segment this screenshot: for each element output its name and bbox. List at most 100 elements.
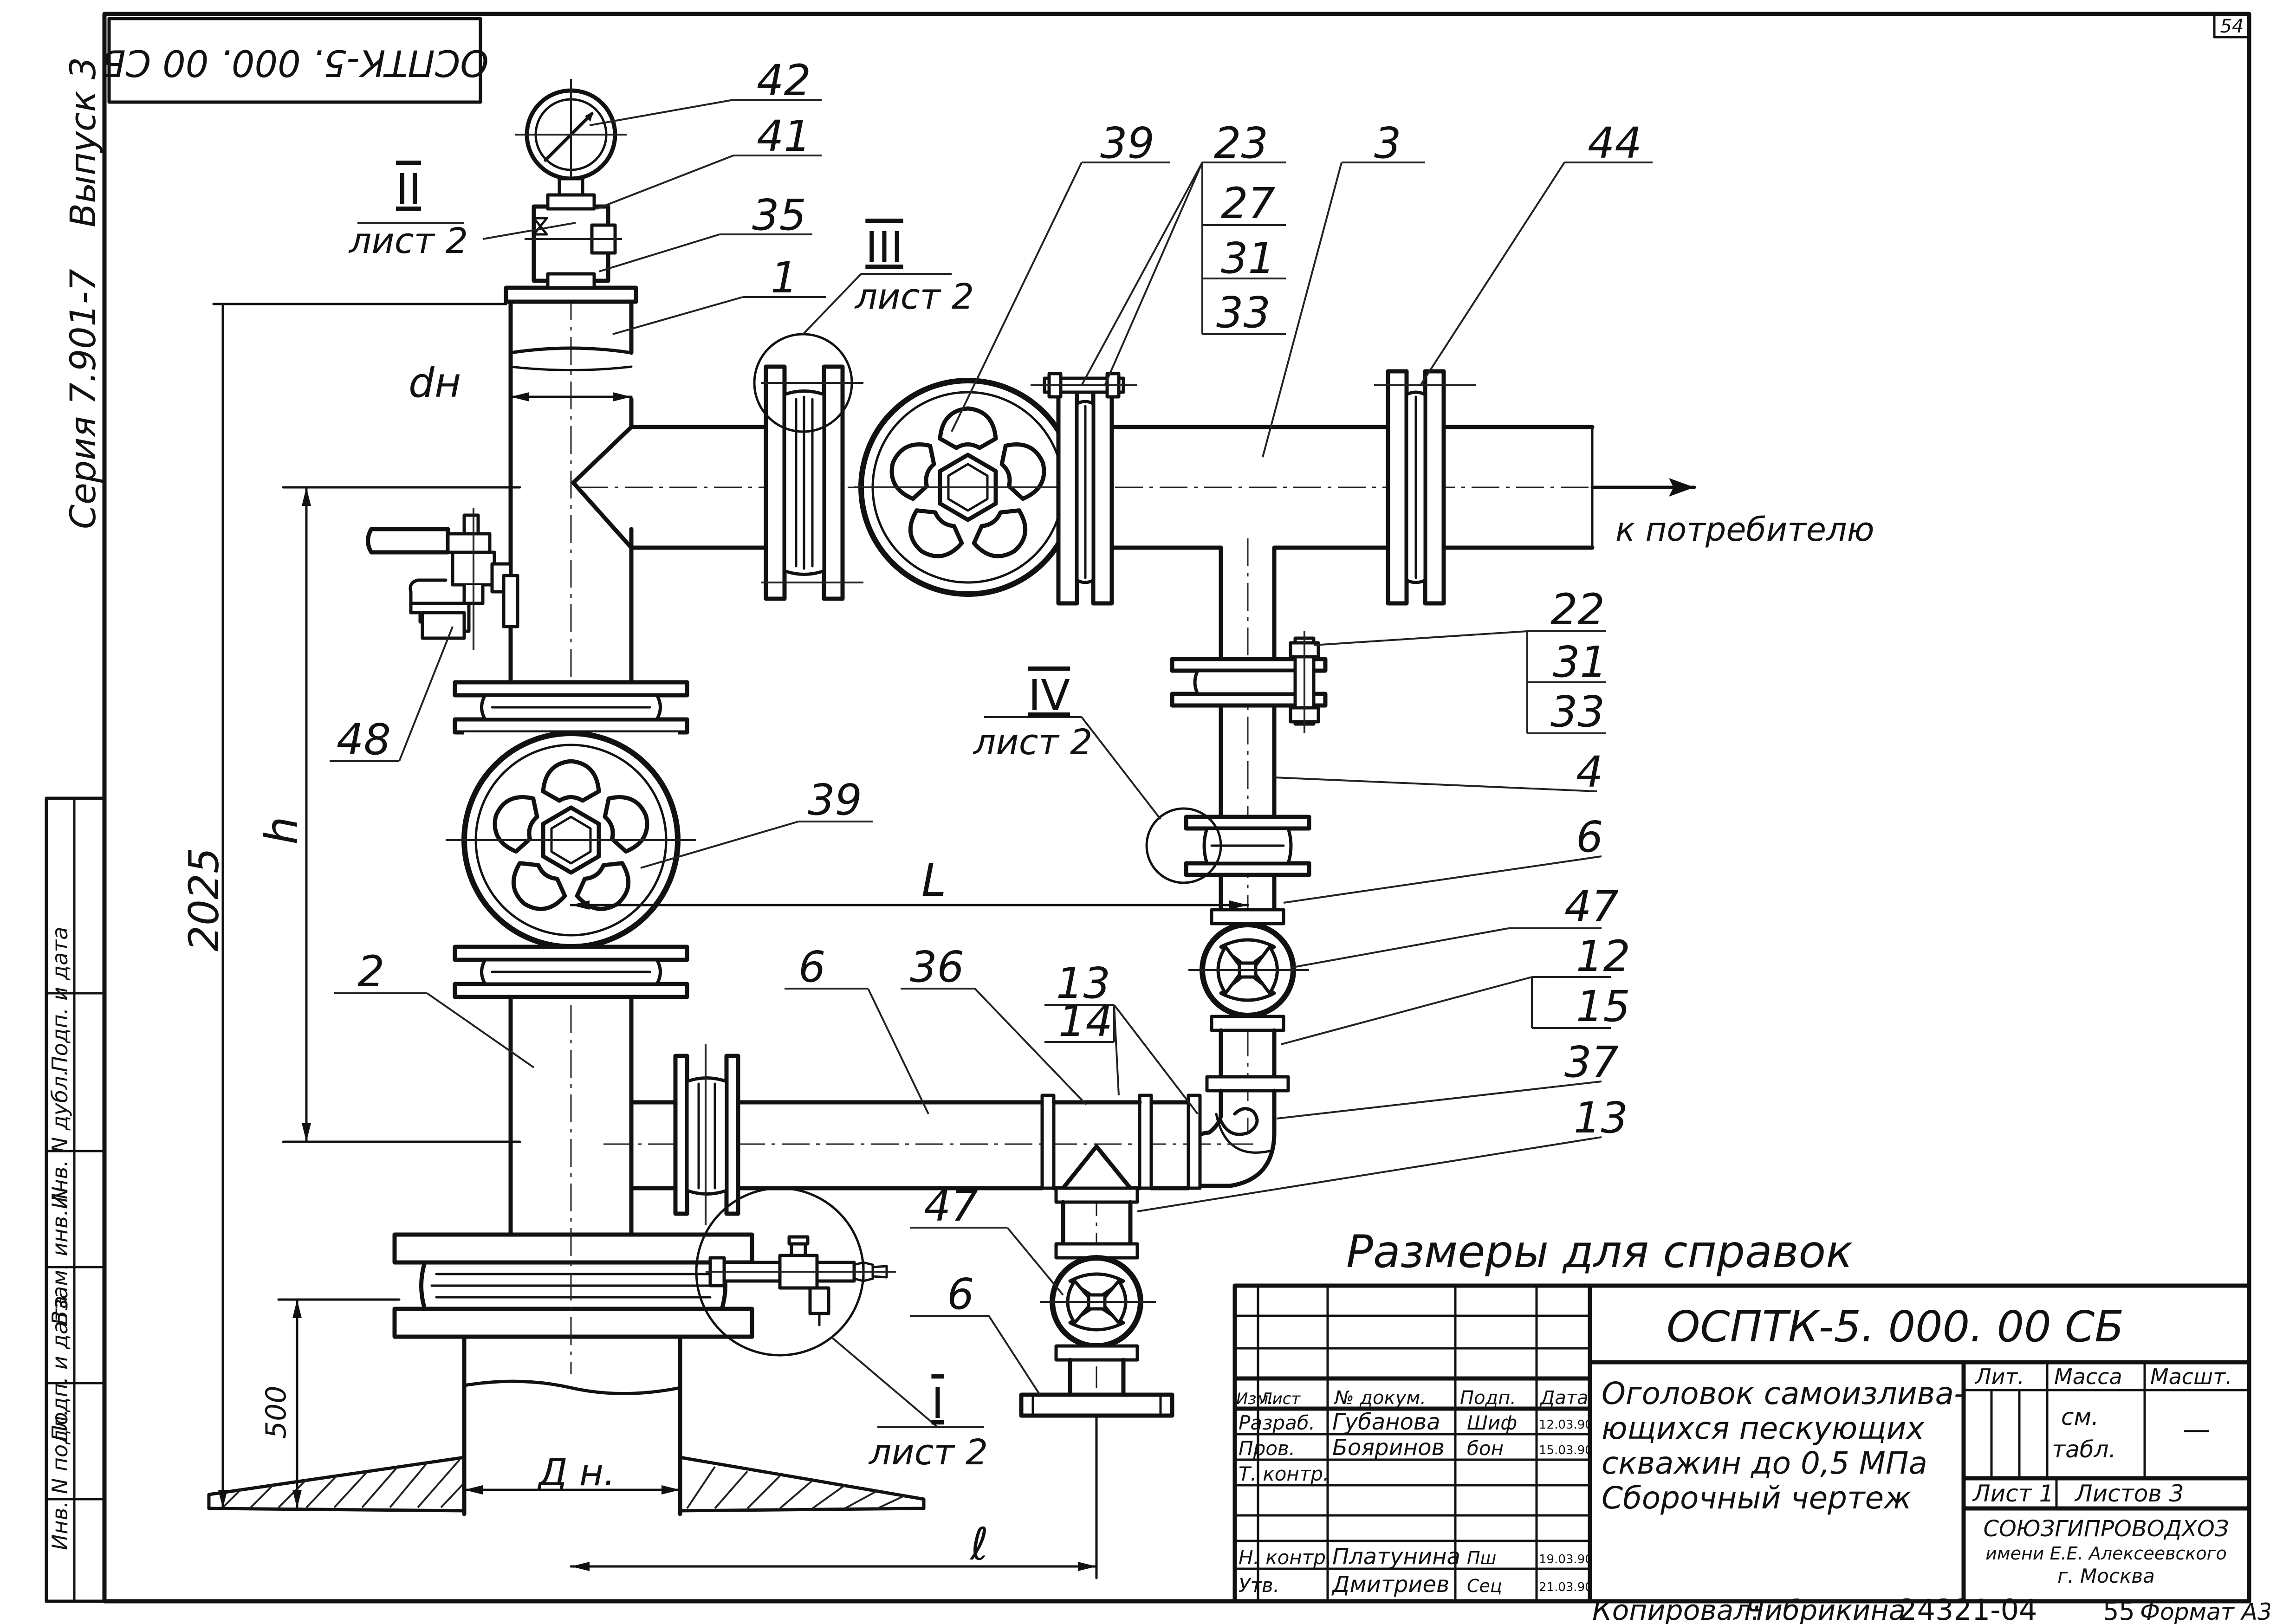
top-stamp-code: ОСПТК-5. 000. 00 СБ: [101, 42, 488, 84]
view-II-mark: II: [396, 165, 421, 214]
org-line-2: имени Е.Е. Алексеевского: [1985, 1543, 2227, 1564]
sign-checker: бон: [1467, 1437, 1504, 1460]
doc-name-line-3: скважин до 0,5 МПа: [1602, 1445, 1927, 1481]
callout-31-lower: 31: [1553, 637, 1607, 687]
elbow-part-37: [1195, 1088, 1277, 1188]
flow-arrow: [1590, 478, 1696, 497]
callout-35: 35: [752, 190, 806, 240]
doc-code: ОСПТК-5. 000. 00 СБ: [1667, 1302, 2124, 1352]
callout-39-lower: 39: [808, 775, 862, 825]
callout-44: 44: [1588, 118, 1642, 168]
sign-norm-control: Пш: [1467, 1548, 1496, 1568]
callout-47-upper: 47: [1564, 882, 1619, 932]
sheet-number: 54: [2220, 16, 2244, 37]
view-references: II лист 2 III лист 2 IV лист 2 I лист 2: [348, 165, 1093, 1473]
role-approved: Утв.: [1239, 1574, 1279, 1597]
footer: Копировал: Чибрикина 24321-04 55 Формат …: [1592, 1593, 2270, 1624]
doc-name-line-2: ющихся пескующих: [1602, 1410, 1925, 1446]
date-approved: 21.03.90: [1539, 1580, 1593, 1594]
footer-copier: Чибрикина: [1745, 1594, 1906, 1624]
callout-1: 1: [771, 253, 798, 303]
callout-4: 4: [1576, 747, 1603, 797]
tee-part-36: [1040, 1093, 1202, 1388]
callout-3: 3: [1374, 118, 1401, 168]
dim-dn: dн: [409, 359, 461, 407]
view-I-nozzle: [695, 1187, 896, 1357]
sign-date-label-1: Подп. и дата: [47, 1296, 72, 1441]
lit-label: Лит.: [1974, 1364, 2024, 1389]
column-lower-flange: [453, 945, 689, 999]
inv-dup-label: Инв. N дубл.: [47, 1069, 72, 1209]
view-IV-circle: [1145, 807, 1222, 884]
name-norm-control: Платунина: [1332, 1544, 1460, 1570]
sign-approved: Сец: [1467, 1576, 1502, 1596]
doc-name-line-4: Сборочный чертеж: [1602, 1480, 1912, 1516]
side-series: Серия 7.901-7: [62, 269, 104, 529]
doc-name-line-1: Оголовок самоизлива-: [1602, 1376, 1965, 1411]
role-checker: Пров.: [1239, 1437, 1295, 1460]
view-II-sheet: лист 2: [348, 220, 468, 261]
dim-Dn: Д н.: [537, 1451, 616, 1494]
role-tech-control: Т. контр.: [1239, 1462, 1329, 1485]
mass-value-1: см.: [2061, 1404, 2099, 1430]
title-block: [1232, 1283, 2251, 1604]
ground-section: [207, 1456, 926, 1513]
callout-41: 41: [757, 111, 811, 161]
footer-page: 55: [2103, 1597, 2135, 1624]
view-III-sheet: лист 2: [854, 276, 974, 317]
date-developer: 12.03.90: [1539, 1418, 1593, 1432]
dim-h: h: [256, 816, 308, 845]
callout-31-upper: 31: [1221, 233, 1275, 283]
right-pipe-flange-22: [1170, 631, 1328, 733]
callout-48: 48: [337, 715, 391, 764]
callout-2: 2: [357, 947, 385, 996]
view-III-mark: III: [865, 223, 903, 272]
callout-39-upper: 39: [1100, 118, 1154, 168]
footer-format: Формат А3: [2140, 1598, 2270, 1624]
callout-47-lower: 47: [924, 1181, 978, 1231]
dim-l: ℓ: [969, 1518, 989, 1570]
sheet-total: Листов 3: [2074, 1480, 2184, 1507]
upper-branch-flange-mid: [1031, 372, 1137, 606]
head-list: Лист: [1259, 1390, 1301, 1408]
callout-6-lower: 6: [947, 1269, 974, 1319]
left-stamp: Инв. N подл. Подп. и дата Взам. инв. N И…: [47, 927, 72, 1550]
sheet-current: Лист 1: [1972, 1480, 2054, 1507]
callout-23: 23: [1214, 118, 1268, 168]
sign-developer: Шиф: [1467, 1411, 1517, 1434]
callout-13-lower: 13: [1574, 1093, 1628, 1143]
inv-orig-label: Инв. N подл.: [47, 1409, 72, 1550]
dim-L: L: [921, 854, 946, 906]
callout-37: 37: [1564, 1037, 1619, 1087]
callout-14: 14: [1058, 996, 1113, 1046]
callout-22: 22: [1550, 585, 1605, 634]
leader-lines: [330, 99, 1653, 1428]
role-developer: Разраб.: [1239, 1411, 1315, 1434]
main-column-pipe: [508, 292, 634, 1374]
bottom-flange: [392, 1232, 754, 1339]
dimension-lines: [212, 303, 1249, 1579]
callout-12: 12: [1576, 932, 1630, 981]
callout-33-upper: 33: [1216, 288, 1271, 337]
role-norm-control: Н. контр.: [1239, 1546, 1332, 1569]
head-sign: Подп.: [1460, 1387, 1516, 1409]
view-I-mark: I: [931, 1378, 944, 1428]
column-valve-part-39: [446, 731, 696, 950]
mass-value-2: табл.: [2052, 1436, 2116, 1463]
scale-value: —: [2183, 1413, 2211, 1446]
callout-15: 15: [1576, 982, 1630, 1031]
mass-label: Масса: [2054, 1364, 2122, 1389]
right-pipe-flange-IV: [1184, 815, 1311, 877]
callout-6-mid: 6: [798, 942, 826, 992]
side-issue: Выпуск 3: [62, 57, 104, 227]
view-IV-mark: IV: [1028, 671, 1070, 720]
reference-note: Размеры для справок: [1346, 1226, 1853, 1278]
callout-27: 27: [1221, 179, 1275, 228]
callout-numbers: 42 41 35 1 39 23 27 31 33 3 44 22 31 33 …: [337, 56, 1642, 1319]
date-checker: 15.03.90: [1539, 1443, 1593, 1457]
head-date: Дата: [1539, 1387, 1589, 1409]
org-line-3: г. Москва: [2057, 1565, 2155, 1587]
callout-13-upper: 13: [1056, 958, 1110, 1008]
lower-branch-flange: [673, 1044, 740, 1225]
